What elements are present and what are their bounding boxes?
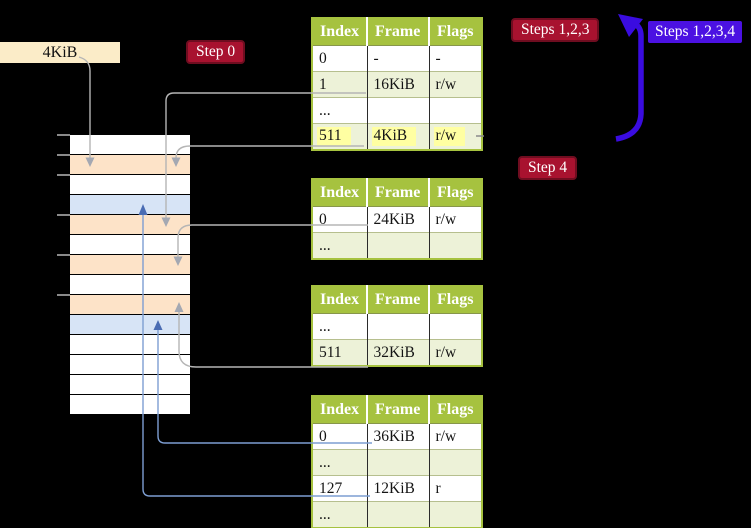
- badge-steps-1-2-3-4: Steps 1,2,3,4: [648, 21, 743, 43]
- cell-frame: [367, 232, 430, 259]
- frame-size-label: 4KiB: [0, 42, 120, 63]
- table-header-row: Index Frame Flags: [312, 396, 482, 424]
- memory-row-blue: [70, 315, 190, 335]
- table-row: ...: [312, 449, 482, 476]
- table-row: 0 24KiB r/w: [312, 206, 482, 233]
- table-row: 511 32KiB r/w: [312, 339, 482, 366]
- table-row: ...: [312, 313, 482, 340]
- cell-flags: [429, 501, 482, 528]
- badge-step-4: Step 4: [518, 156, 578, 180]
- memory-row-orange: [70, 255, 190, 275]
- tick-mark: [57, 174, 70, 176]
- highlight: r/w: [433, 127, 466, 146]
- table-header-row: Index Frame Flags: [312, 179, 482, 207]
- cell-flags: [429, 97, 482, 124]
- cell-index: 511: [312, 339, 368, 366]
- cell-index: ...: [312, 313, 368, 340]
- memory-row-white: [70, 355, 190, 375]
- page-table-1: Index Frame Flags 0 - - 1 16KiB r/w ... …: [311, 17, 483, 151]
- memory-row-white: [70, 335, 190, 355]
- cell-index: ...: [312, 449, 368, 476]
- header-flags: Flags: [429, 286, 482, 314]
- tick-mark: [57, 214, 70, 216]
- cell-index: 0: [312, 206, 368, 233]
- cell-index: 511: [312, 123, 368, 150]
- header-index: Index: [312, 18, 368, 46]
- cell-frame: 12KiB: [367, 475, 430, 502]
- tick-mark: [57, 134, 70, 136]
- cell-frame: [367, 97, 430, 124]
- cell-flags: r: [429, 475, 482, 502]
- table-row-highlighted: 511 4KiB r/w: [312, 123, 482, 150]
- cell-flags: r/w: [429, 423, 482, 450]
- memory-row-white: [70, 175, 190, 195]
- table-header-row: Index Frame Flags: [312, 18, 482, 46]
- highlight: 511: [317, 127, 351, 146]
- cell-frame: [367, 313, 430, 340]
- page-table-3: Index Frame Flags ... 511 32KiB r/w: [311, 285, 483, 367]
- table-header-row: Index Frame Flags: [312, 286, 482, 314]
- arrow-up-left-icon: [618, 14, 643, 37]
- tick-mark: [57, 254, 70, 256]
- cell-index: 0: [312, 45, 368, 72]
- cell-frame: 24KiB: [367, 206, 430, 233]
- cell-index: 127: [312, 475, 368, 502]
- table-row: ...: [312, 97, 482, 124]
- cell-flags: r/w: [429, 123, 482, 150]
- cell-frame: 36KiB: [367, 423, 430, 450]
- memory-row-white: [70, 135, 190, 155]
- header-index: Index: [312, 396, 368, 424]
- memory-row-orange: [70, 295, 190, 315]
- table-row: 127 12KiB r: [312, 475, 482, 502]
- cell-frame: [367, 501, 430, 528]
- highlight: 4KiB: [371, 127, 417, 146]
- memory-row-white: [70, 275, 190, 295]
- cell-frame: [367, 449, 430, 476]
- badge-step-0: Step 0: [186, 40, 246, 64]
- page-table-2: Index Frame Flags 0 24KiB r/w ...: [311, 178, 483, 260]
- header-frame: Frame: [367, 179, 430, 207]
- cell-flags: r/w: [429, 206, 482, 233]
- thick-steps-arrow: [615, 20, 644, 142]
- memory-row-blue: [70, 195, 190, 215]
- cell-flags: -: [429, 45, 482, 72]
- header-frame: Frame: [367, 286, 430, 314]
- memory-row-orange: [70, 155, 190, 175]
- cell-frame: 4KiB: [367, 123, 430, 150]
- cell-flags: [429, 313, 482, 340]
- header-flags: Flags: [429, 179, 482, 207]
- cell-flags: [429, 232, 482, 259]
- cell-frame: 16KiB: [367, 71, 430, 98]
- cell-index: 1: [312, 71, 368, 98]
- header-frame: Frame: [367, 18, 430, 46]
- header-flags: Flags: [429, 396, 482, 424]
- cell-frame: 32KiB: [367, 339, 430, 366]
- table-row: 0 - -: [312, 45, 482, 72]
- header-index: Index: [312, 286, 368, 314]
- tick-mark: [57, 294, 70, 296]
- memory-row-white: [70, 395, 190, 415]
- memory-row-white: [70, 375, 190, 395]
- cell-frame: -: [367, 45, 430, 72]
- table-row: 0 36KiB r/w: [312, 423, 482, 450]
- cell-flags: r/w: [429, 339, 482, 366]
- header-flags: Flags: [429, 18, 482, 46]
- tick-mark: [57, 154, 70, 156]
- header-frame: Frame: [367, 396, 430, 424]
- table-row: ...: [312, 232, 482, 259]
- table-row: 1 16KiB r/w: [312, 71, 482, 98]
- cell-index: ...: [312, 232, 368, 259]
- table-row: ...: [312, 501, 482, 528]
- memory-column: [70, 135, 190, 415]
- memory-row-orange: [70, 215, 190, 235]
- page-table-4: Index Frame Flags 0 36KiB r/w ... 127 12…: [311, 395, 483, 528]
- cell-flags: [429, 449, 482, 476]
- cell-index: 0: [312, 423, 368, 450]
- cell-flags: r/w: [429, 71, 482, 98]
- cell-index: ...: [312, 501, 368, 528]
- memory-row-white: [70, 235, 190, 255]
- header-index: Index: [312, 179, 368, 207]
- badge-steps-1-2-3: Steps 1,2,3: [511, 18, 600, 42]
- cell-index: ...: [312, 97, 368, 124]
